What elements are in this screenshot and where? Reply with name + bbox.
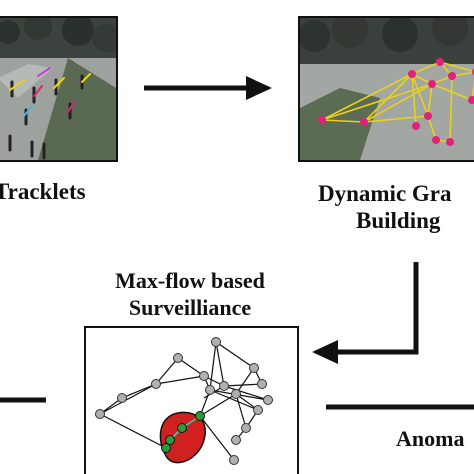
graph-node	[151, 379, 161, 389]
arrow-tracklets-to-graph	[144, 76, 272, 100]
dynamic-graph-label-line2: Building	[356, 208, 441, 233]
graph-node	[257, 379, 267, 389]
active-node	[161, 443, 171, 453]
graph-node	[117, 393, 127, 403]
anomaly-label: Anoma	[396, 426, 465, 451]
graph-node	[229, 455, 239, 465]
graph-node	[205, 385, 215, 395]
maxflow-graph	[95, 337, 273, 465]
graph-node	[253, 405, 263, 415]
graph-node	[95, 409, 105, 419]
graph-node	[199, 371, 209, 381]
graph-node	[263, 395, 273, 405]
graph-node	[173, 353, 183, 363]
maxflow-graph-box	[84, 326, 299, 474]
active-node	[177, 423, 187, 433]
graph-node	[231, 389, 241, 399]
graph-node	[241, 423, 251, 433]
dynamic-graph-label-line1: Dynamic Gra	[318, 181, 452, 206]
maxflow-label-line1: Max-flow based	[115, 268, 265, 293]
graph-node	[211, 337, 221, 347]
active-node	[165, 435, 175, 445]
graph-node	[231, 435, 241, 445]
maxflow-label-line2: Surveilliance	[128, 295, 252, 320]
graph-node	[249, 363, 259, 373]
dynamic-graph-scene	[300, 18, 474, 160]
dynamic-graph-photo	[298, 16, 474, 162]
tracklets-label: Tracklets	[0, 179, 86, 204]
tracklets-photo	[0, 16, 118, 162]
active-node	[195, 411, 205, 421]
tracklets-scene	[0, 18, 116, 160]
arrow-graph-to-maxflow	[312, 262, 419, 364]
graph-node	[219, 381, 229, 391]
